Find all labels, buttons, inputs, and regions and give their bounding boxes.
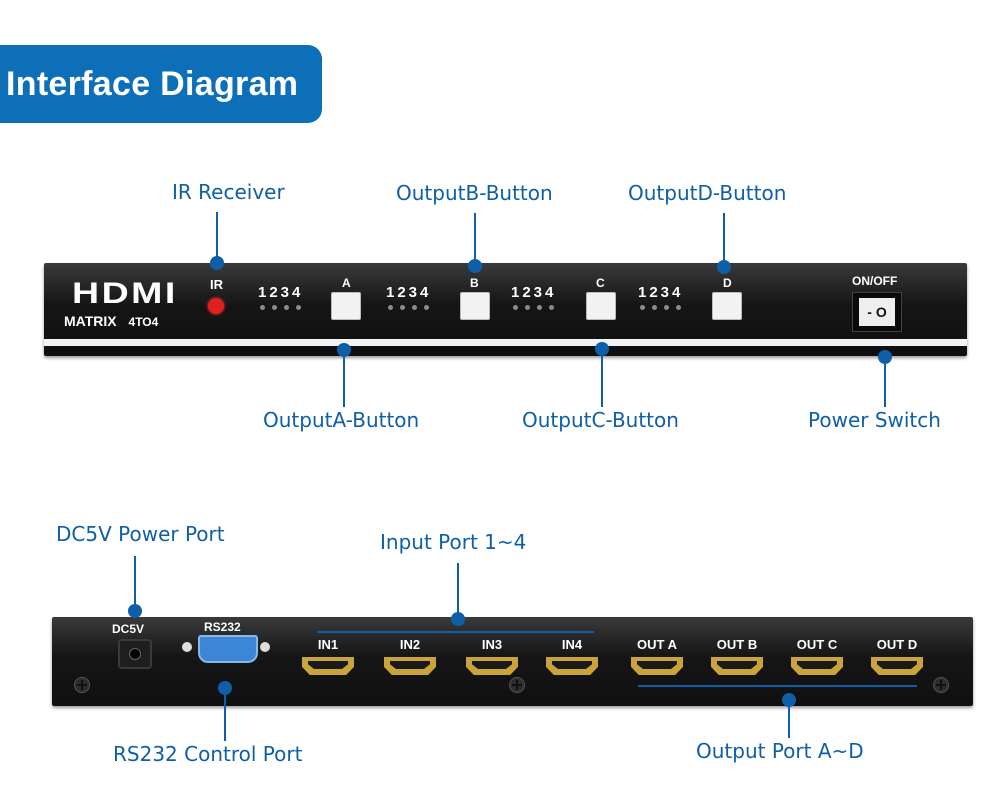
dc5v-power-port[interactable]: [118, 639, 152, 669]
hdmi-output-port-c[interactable]: [791, 657, 843, 675]
output-b-button[interactable]: [460, 292, 490, 320]
output-label-a: OUT A: [637, 637, 677, 652]
hdmi-logo: HDMI: [72, 277, 178, 310]
screw-icon: [509, 677, 525, 693]
input-label-2: IN2: [399, 637, 421, 652]
power-switch[interactable]: - O: [852, 292, 902, 332]
label-output-port: Output Port A~D: [696, 739, 864, 763]
hdmi-output-port-b[interactable]: [711, 657, 763, 675]
input-label-1: IN1: [317, 637, 339, 652]
label-output-a-button: OutputA-Button: [263, 408, 420, 432]
label-output-d-button: OutputD-Button: [628, 181, 787, 205]
ir-receiver-led: [208, 298, 224, 314]
input-label-4: IN4: [561, 637, 583, 652]
label-dc5v-power-port: DC5V Power Port: [56, 522, 225, 546]
model-line-1: MATRIX: [64, 313, 117, 329]
button-d-letter: D: [723, 276, 732, 290]
callout-dot: [128, 604, 142, 618]
front-panel-strip: [44, 339, 967, 346]
hdmi-input-port-3[interactable]: [466, 657, 518, 675]
callout-dot: [878, 350, 892, 364]
group-b-leds: [388, 305, 429, 310]
label-rs232-control-port: RS232 Control Port: [113, 742, 303, 766]
callout-dot: [218, 681, 232, 695]
hdmi-input-port-1[interactable]: [302, 657, 354, 675]
hdmi-input-port-2[interactable]: [384, 657, 436, 675]
output-c-button[interactable]: [586, 292, 616, 320]
callout-dot: [468, 259, 482, 273]
ir-label: IR: [210, 277, 223, 292]
hdmi-input-port-4[interactable]: [546, 657, 598, 675]
power-switch-rocker: - O: [859, 298, 895, 326]
output-label-c: OUT C: [796, 637, 838, 652]
dc5v-label: DC5V: [112, 622, 145, 636]
input-label-3: IN3: [481, 637, 503, 652]
rs232-screw-right: [260, 642, 270, 652]
rs232-control-port[interactable]: [198, 635, 258, 663]
model-text: MATRIX 4TO4: [64, 313, 158, 329]
label-input-port: Input Port 1~4: [380, 530, 527, 554]
output-a-button[interactable]: [331, 292, 361, 320]
rs232-label: RS232: [204, 620, 241, 634]
label-output-b-button: OutputB-Button: [396, 181, 553, 205]
model-line-2: 4TO4: [128, 315, 159, 329]
rs232-screw-left: [182, 642, 192, 652]
callout-dot: [595, 342, 609, 356]
callout-dot: [782, 693, 796, 707]
output-label-b: OUT B: [716, 637, 758, 652]
switch-label: ON/OFF: [852, 274, 898, 288]
callout-dot: [337, 343, 351, 357]
button-a-letter: A: [342, 276, 351, 290]
callout-dot: [717, 260, 731, 274]
label-power-switch: Power Switch: [808, 408, 941, 432]
label-ir-receiver: IR Receiver: [172, 180, 285, 204]
group-b-numbers: 1234: [386, 284, 432, 301]
callout-dot: [210, 256, 224, 270]
title-badge: Interface Diagram: [0, 45, 322, 123]
page-title: Interface Diagram: [6, 65, 299, 103]
switch-marks: - O: [867, 304, 887, 320]
group-c-numbers: 1234: [511, 284, 557, 301]
hdmi-output-port-a[interactable]: [631, 657, 683, 675]
rear-panel: DC5V RS232 IN1 IN2 IN3 IN4 OUT A OUT B O…: [52, 617, 973, 706]
dc-port-pin: [129, 648, 141, 660]
screw-icon: [74, 677, 90, 693]
label-output-c-button: OutputC-Button: [522, 408, 679, 432]
screw-icon: [933, 677, 949, 693]
group-a-numbers: 1234: [258, 284, 304, 301]
button-c-letter: C: [596, 276, 605, 290]
hdmi-output-port-d[interactable]: [871, 657, 923, 675]
callout-dot: [451, 612, 465, 626]
group-d-leds: [640, 305, 681, 310]
front-panel: HDMI MATRIX 4TO4 IR 1234 A 1234 B 1234 C…: [44, 263, 967, 356]
group-a-leds: [260, 305, 301, 310]
output-d-button[interactable]: [712, 292, 742, 320]
group-c-leds: [513, 305, 554, 310]
output-label-d: OUT D: [876, 637, 918, 652]
group-d-numbers: 1234: [638, 284, 684, 301]
button-b-letter: B: [470, 276, 479, 290]
